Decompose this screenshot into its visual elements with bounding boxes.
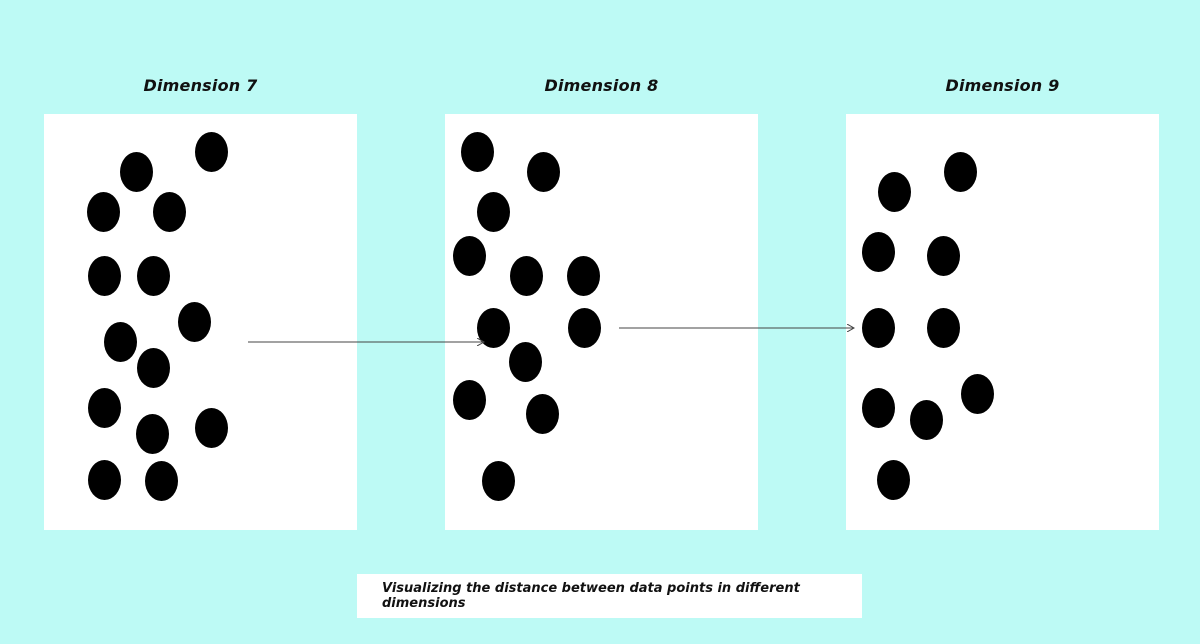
data-point (153, 192, 186, 232)
panel-title-3: Dimension 9 (945, 76, 1060, 95)
data-point (461, 132, 494, 172)
caption-text: Visualizing the distance between data po… (382, 581, 800, 611)
data-point (944, 152, 977, 192)
data-point (137, 256, 170, 296)
data-point (453, 380, 486, 420)
data-point (104, 322, 137, 362)
data-point (137, 348, 170, 388)
data-point (910, 400, 943, 440)
data-point (527, 152, 560, 192)
panel-title-2: Dimension 8 (544, 76, 659, 95)
data-point (477, 308, 510, 348)
data-point (195, 408, 228, 448)
data-point (88, 460, 121, 500)
data-point (145, 461, 178, 501)
data-point (453, 236, 486, 276)
data-point (526, 394, 559, 434)
data-point (510, 256, 543, 296)
data-point (568, 308, 601, 348)
panel-title-1: Dimension 7 (143, 76, 258, 95)
data-point (482, 461, 515, 501)
data-point (87, 192, 120, 232)
data-point (178, 302, 211, 342)
data-point (961, 374, 994, 414)
data-point (862, 308, 895, 348)
data-point (877, 460, 910, 500)
data-point (477, 192, 510, 232)
data-point (927, 236, 960, 276)
data-point (878, 172, 911, 212)
data-point (120, 152, 153, 192)
data-point (136, 414, 169, 454)
data-point (509, 342, 542, 382)
data-point (88, 256, 121, 296)
data-point (195, 132, 228, 172)
data-point (567, 256, 600, 296)
data-points (87, 132, 994, 501)
data-point (927, 308, 960, 348)
data-point (862, 232, 895, 272)
caption-box: Visualizing the distance between data po… (357, 574, 862, 618)
data-point (862, 388, 895, 428)
data-point (88, 388, 121, 428)
